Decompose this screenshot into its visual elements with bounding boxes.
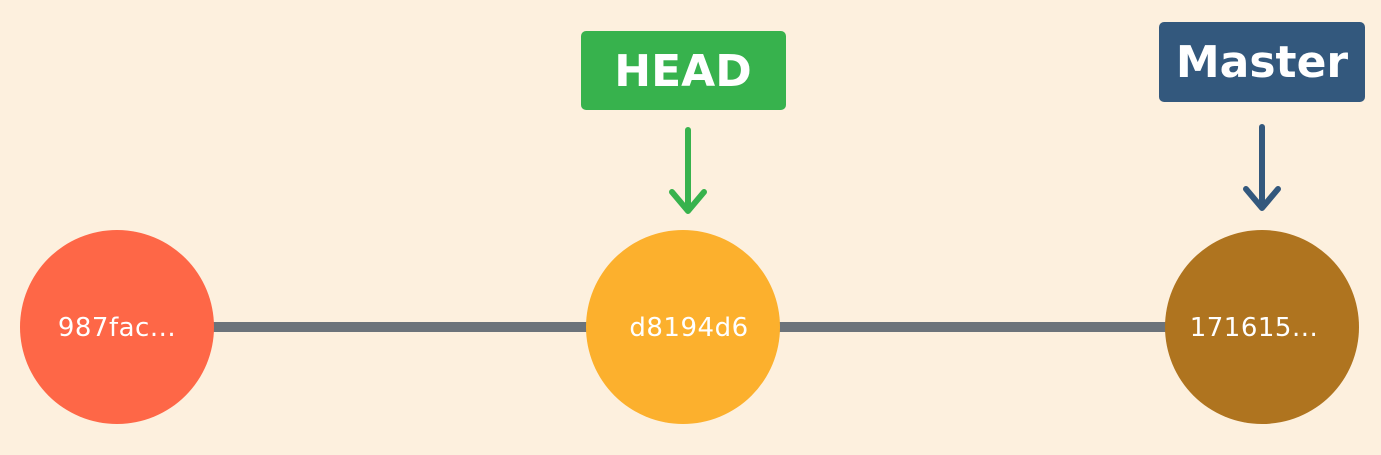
commit-circle-2 [586,230,780,424]
commit-node-1[interactable]: 987fac... [20,230,214,424]
arrow-down-icon [669,127,707,214]
commit-circle-3 [1165,230,1359,424]
arrow-down-icon [1243,124,1281,211]
commit-node-2[interactable]: d8194d6 [586,230,780,424]
commit-hash-1: 987fac... [58,313,176,343]
head-ref[interactable]: HEAD [581,31,786,110]
head-badge [581,31,786,110]
commit-node-3[interactable]: 171615... [1165,230,1359,424]
commit-circle-1 [20,230,214,424]
master-badge [1159,22,1365,102]
head-label: HEAD [614,46,751,97]
master-label: Master [1176,37,1349,88]
master-ref[interactable]: Master [1159,22,1365,102]
commit-hash-2: d8194d6 [629,313,748,343]
commit-hash-3: 171615... [1190,313,1319,343]
